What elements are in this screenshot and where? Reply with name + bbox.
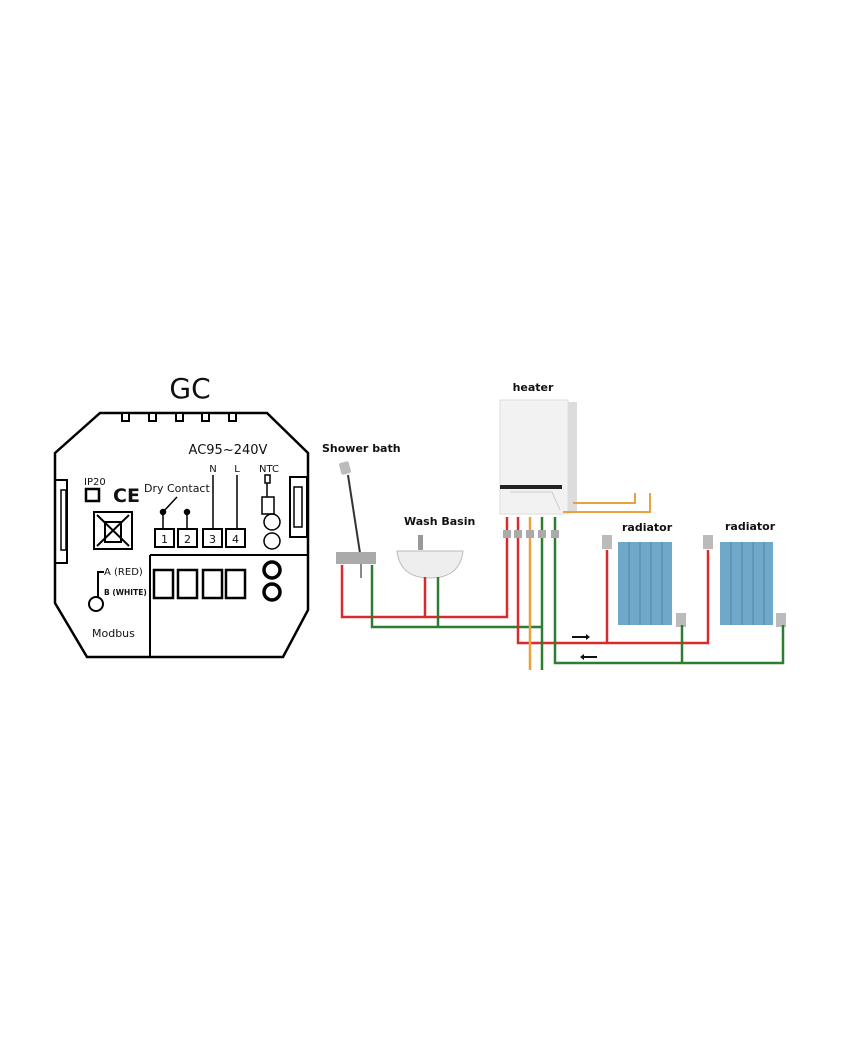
weee-bin-icon: [93, 511, 133, 550]
cold-water-pipe: [370, 565, 542, 629]
terminal-2: 2: [184, 533, 191, 546]
heating-system: heater Shower bath Wash Basin radiator r…: [322, 381, 786, 670]
dry-contact-switch: [159, 475, 238, 529]
ip-rating-label: IP20: [84, 477, 106, 488]
heater-valves: [503, 530, 559, 538]
terminal-1: 1: [161, 533, 168, 546]
flow-arrow-right-icon: [572, 634, 590, 640]
radiator-2-icon: [703, 535, 786, 627]
heater-icon: [499, 399, 577, 515]
heating-return-pipe: [553, 517, 785, 665]
pipes: [340, 493, 785, 670]
shower-icon: [336, 461, 376, 578]
lower-terminals: [152, 560, 282, 602]
plate-outline: [53, 411, 310, 659]
ip-square-icon: [84, 487, 101, 503]
ce-mark-icon: CE: [113, 485, 140, 507]
top-tabs: [121, 412, 237, 422]
right-clip: [289, 476, 308, 538]
radiator-1-label: radiator: [622, 521, 673, 534]
shower-label: Shower bath: [322, 442, 401, 455]
wash-basin-label: Wash Basin: [404, 515, 475, 528]
flow-arrow-left-icon: [580, 654, 597, 660]
modbus-label: Modbus: [92, 627, 135, 640]
modbus-connector-icon: [88, 571, 104, 612]
terminal-block: 1 2 3 4: [154, 528, 246, 548]
a-red-label: A (RED): [104, 567, 143, 578]
dry-contact-label: Dry Contact: [144, 482, 210, 495]
terminal-3: 3: [209, 533, 216, 546]
b-white-label: B (WHITE): [104, 588, 147, 597]
ntc-probe-icon: [261, 474, 281, 550]
l-label: L: [234, 464, 240, 475]
radiator-1-icon: [602, 535, 686, 627]
heater-label: heater: [513, 381, 554, 394]
voltage-label: AC95~240V: [189, 443, 268, 458]
left-clip: [54, 479, 68, 564]
ntc-label: NTC: [259, 464, 279, 475]
n-label: N: [209, 464, 216, 475]
heating-flow-pipe: [516, 517, 710, 645]
terminal-4: 4: [232, 533, 239, 546]
model-label: GC: [169, 372, 210, 405]
radiator-2-label: radiator: [725, 520, 776, 533]
wash-basin-icon: [396, 535, 464, 579]
thermostat-backplate: GC AC95~240V N L NTC IP20 CE Dry Contact: [53, 372, 310, 659]
